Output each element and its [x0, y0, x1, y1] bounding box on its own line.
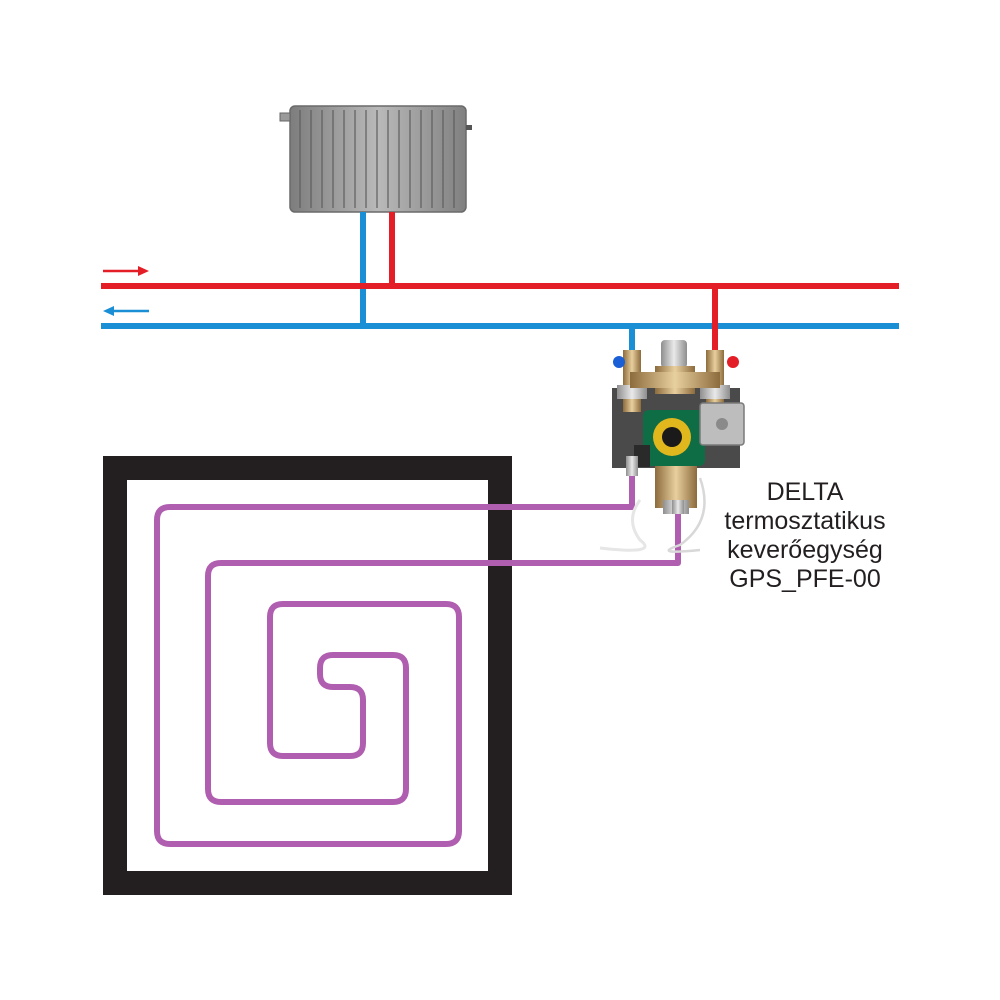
- arrow-right-icon: [103, 266, 149, 276]
- label-line-2: termosztatikus: [724, 507, 886, 535]
- label-line-4: GPS_PFE-00: [729, 565, 881, 593]
- radiator-icon: [279, 105, 472, 213]
- label-line-1: DELTA: [766, 478, 844, 506]
- floor-heating-loop: [154, 471, 681, 847]
- floor-frame: [103, 456, 512, 895]
- arrow-left-icon: [103, 306, 149, 316]
- label-line-3: keverőegység: [727, 536, 883, 564]
- pump-mixing-unit-icon: [599, 340, 745, 553]
- product-label: DELTA termosztatikus keverőegység GPS_PF…: [700, 478, 910, 594]
